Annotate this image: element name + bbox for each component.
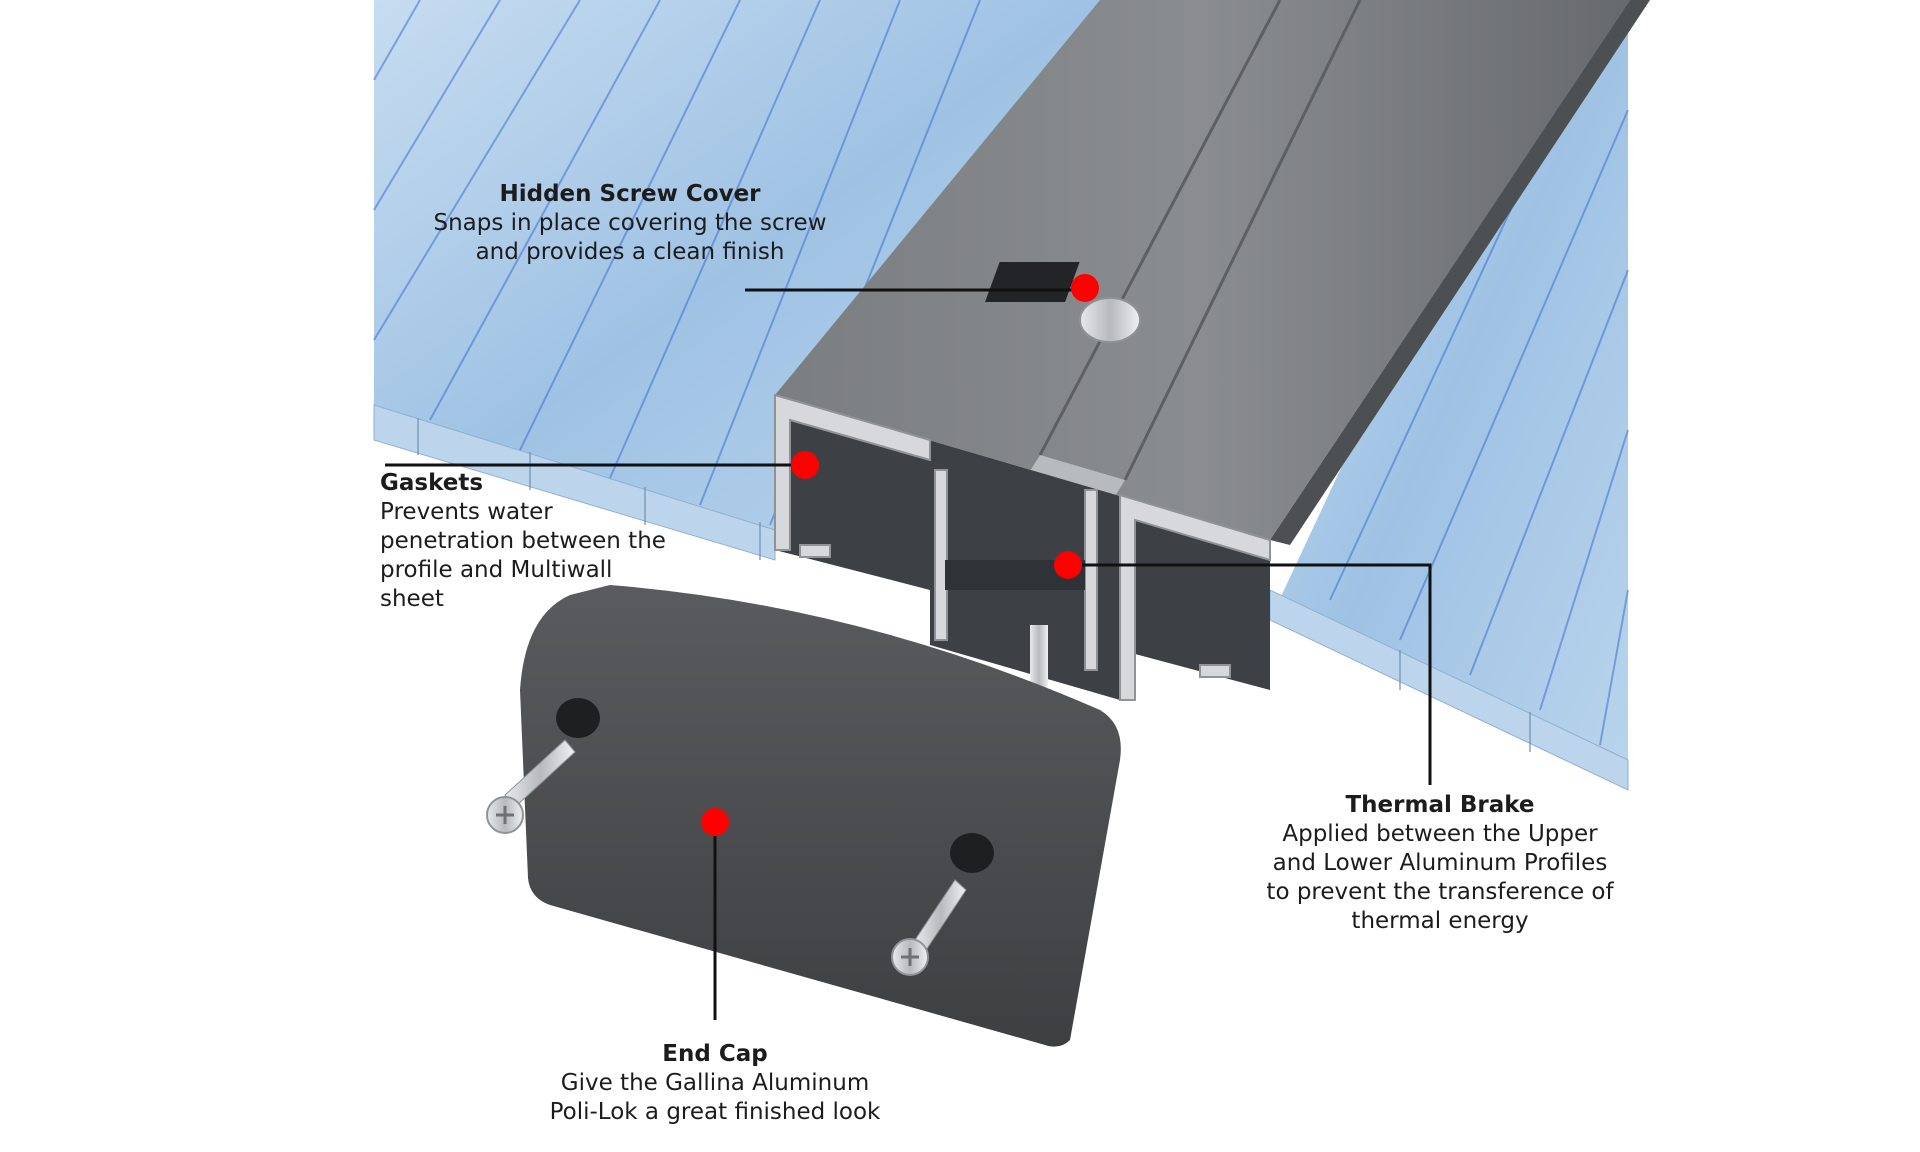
gaskets-callout: Gaskets Prevents water penetration betwe… <box>380 469 710 614</box>
end-cap-title: End Cap <box>662 1041 768 1067</box>
screw-cover-callout: Hidden Screw Cover Snaps in place coveri… <box>405 180 855 267</box>
end-cap-callout: End Cap Give the Gallina Aluminum Poli-L… <box>530 1040 900 1127</box>
gaskets-desc-line1: Prevents water <box>380 499 553 525</box>
thermal-brake-desc-line4: thermal energy <box>1351 908 1529 934</box>
multiwall-sheet-right <box>1269 0 1629 791</box>
thermal-brake-desc-line2: and Lower Aluminum Profiles <box>1272 850 1608 876</box>
end-cap-desc-line2: Poli-Lok a great finished look <box>549 1099 881 1125</box>
thermal-brake-callout: Thermal Brake Applied between the Upper … <box>1245 791 1635 936</box>
end-cap-marker <box>701 808 729 836</box>
screw-cover-desc-line2: and provides a clean finish <box>475 239 785 265</box>
gaskets-desc-line3: profile and Multiwall <box>380 557 613 583</box>
leader-lines <box>385 288 1432 1020</box>
gaskets-desc-line2: penetration between the <box>380 528 666 554</box>
thermal-brake-desc-line1: Applied between the Upper <box>1282 821 1598 847</box>
gaskets-desc-line4: sheet <box>380 586 444 612</box>
thermal-brake-leader <box>1065 563 1432 785</box>
gaskets-marker <box>791 451 819 479</box>
end-cap-desc-line1: Give the Gallina Aluminum <box>560 1070 870 1096</box>
markers <box>701 274 1099 836</box>
screw-cover-title: Hidden Screw Cover <box>499 181 761 207</box>
thermal-brake-marker <box>1054 551 1082 579</box>
screw-cover-desc-line1: Snaps in place covering the screw <box>433 210 827 236</box>
end-cap-screw-right <box>891 879 967 976</box>
end-cap <box>520 585 1121 1047</box>
screw-cover-marker <box>1071 274 1099 302</box>
gaskets-title: Gaskets <box>380 470 484 496</box>
end-cap-screw-left <box>486 739 576 834</box>
thermal-brake-desc-line3: to prevent the transference of <box>1266 879 1614 905</box>
thermal-brake-title: Thermal Brake <box>1345 792 1535 818</box>
poli-lok-profile <box>774 0 1650 701</box>
